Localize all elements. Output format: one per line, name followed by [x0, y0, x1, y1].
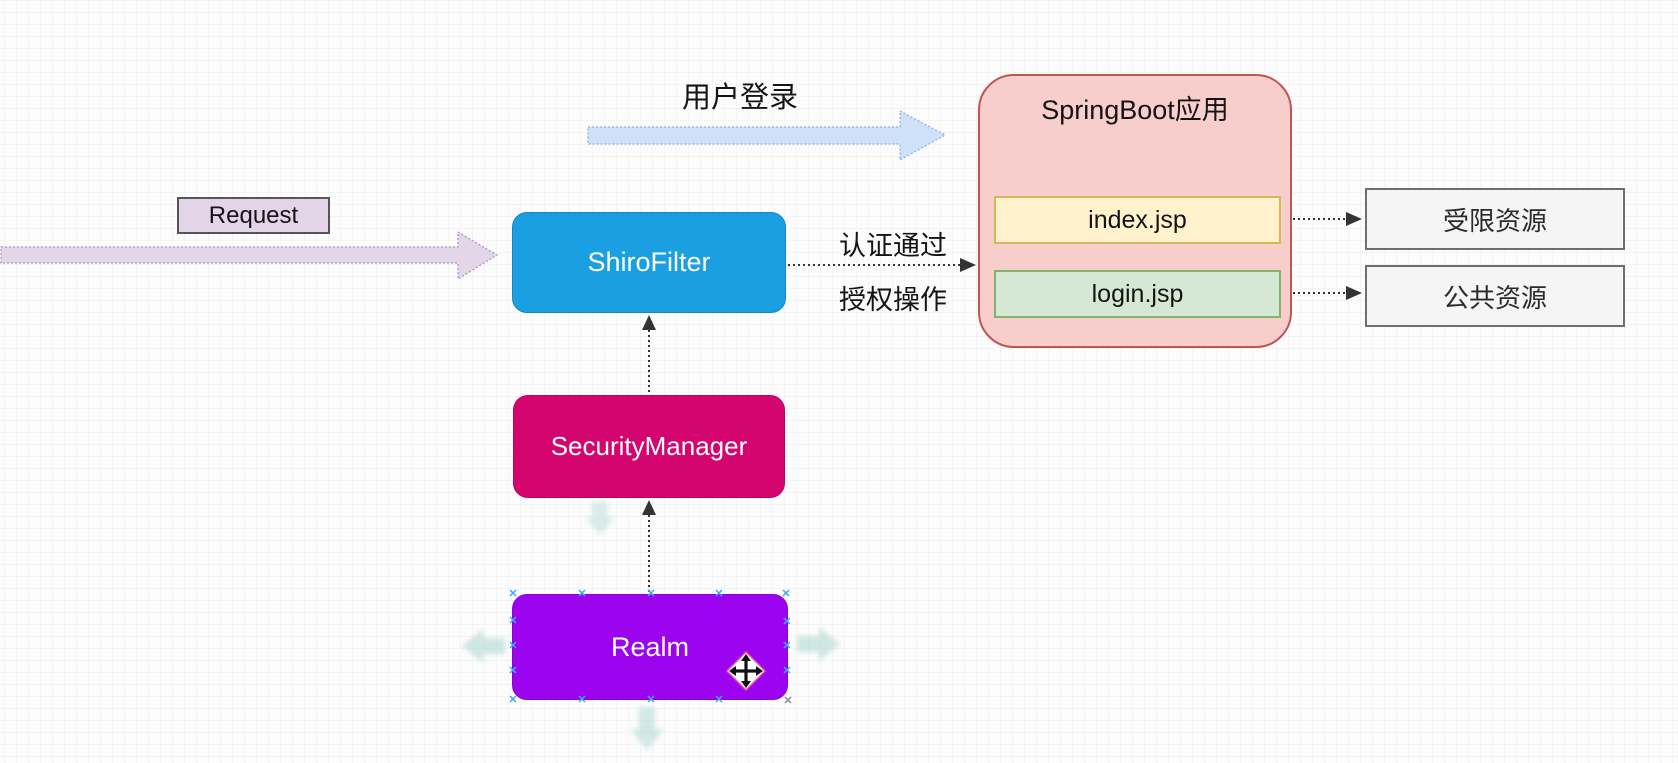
direction-hint-left-icon[interactable] [462, 629, 505, 663]
security-manager-node[interactable]: SecurityManager [513, 395, 785, 498]
connector-securitymanager-shirofilter[interactable] [642, 315, 656, 392]
selection-handle-icon[interactable]: ✕ [782, 665, 792, 677]
selection-handle-icon[interactable]: ✕ [508, 615, 518, 627]
selection-handle-icon[interactable]: ✕ [508, 640, 518, 652]
direction-hint-down-icon[interactable] [630, 707, 664, 750]
shiro-filter-label: ShiroFilter [587, 247, 711, 277]
direction-hint-right-icon[interactable] [797, 627, 840, 661]
connector-index-restricted[interactable] [1283, 212, 1362, 226]
selection-handle-icon[interactable]: ✕ [783, 695, 793, 707]
request-tag-node[interactable]: Request [177, 197, 330, 234]
login-jsp-label: login.jsp [1091, 279, 1184, 308]
public-resource-node[interactable]: 公共资源 [1365, 265, 1625, 327]
index-jsp-label: index.jsp [1088, 205, 1187, 234]
springboot-app-label: SpringBoot应用 [1041, 95, 1229, 125]
selection-handle-icon[interactable]: ✕ [781, 588, 791, 600]
selection-handle-icon[interactable]: ✕ [714, 588, 724, 600]
selection-handle-icon[interactable]: ✕ [714, 694, 724, 706]
index-jsp-node[interactable]: index.jsp [994, 196, 1281, 244]
shiro-filter-node[interactable]: ShiroFilter [512, 212, 786, 313]
restricted-resource-label: 受限资源 [1442, 205, 1547, 236]
request-arrow[interactable] [0, 230, 499, 281]
selection-handle-icon[interactable]: ✕ [508, 694, 518, 706]
connector-login-public[interactable] [1283, 286, 1362, 300]
request-tag-label: Request [208, 201, 299, 229]
restricted-resource-node[interactable]: 受限资源 [1365, 188, 1625, 250]
connector-realm-securitymanager[interactable] [642, 500, 656, 592]
authz-op-text[interactable]: 授权操作 [839, 285, 947, 315]
security-manager-label: SecurityManager [550, 431, 748, 461]
selection-handle-icon[interactable]: ✕ [782, 640, 792, 652]
selection-handle-icon[interactable]: ✕ [508, 588, 518, 600]
auth-pass-text[interactable]: 认证通过 [839, 231, 947, 261]
public-resource-label: 公共资源 [1442, 282, 1547, 313]
move-icon[interactable] [724, 649, 768, 693]
user-login-arrow[interactable] [587, 109, 947, 162]
selection-handle-icon[interactable]: ✕ [646, 694, 656, 706]
direction-hint-residue-icon [585, 502, 615, 535]
selection-handle-icon[interactable]: ✕ [646, 588, 656, 600]
selection-handle-icon[interactable]: ✕ [577, 694, 587, 706]
realm-label: Realm [610, 631, 690, 662]
selection-handle-icon[interactable]: ✕ [577, 588, 587, 600]
login-jsp-node[interactable]: login.jsp [994, 270, 1281, 318]
user-login-text[interactable]: 用户登录 [681, 82, 798, 114]
selection-handle-icon[interactable]: ✕ [782, 616, 792, 628]
selection-handle-icon[interactable]: ✕ [508, 665, 518, 677]
